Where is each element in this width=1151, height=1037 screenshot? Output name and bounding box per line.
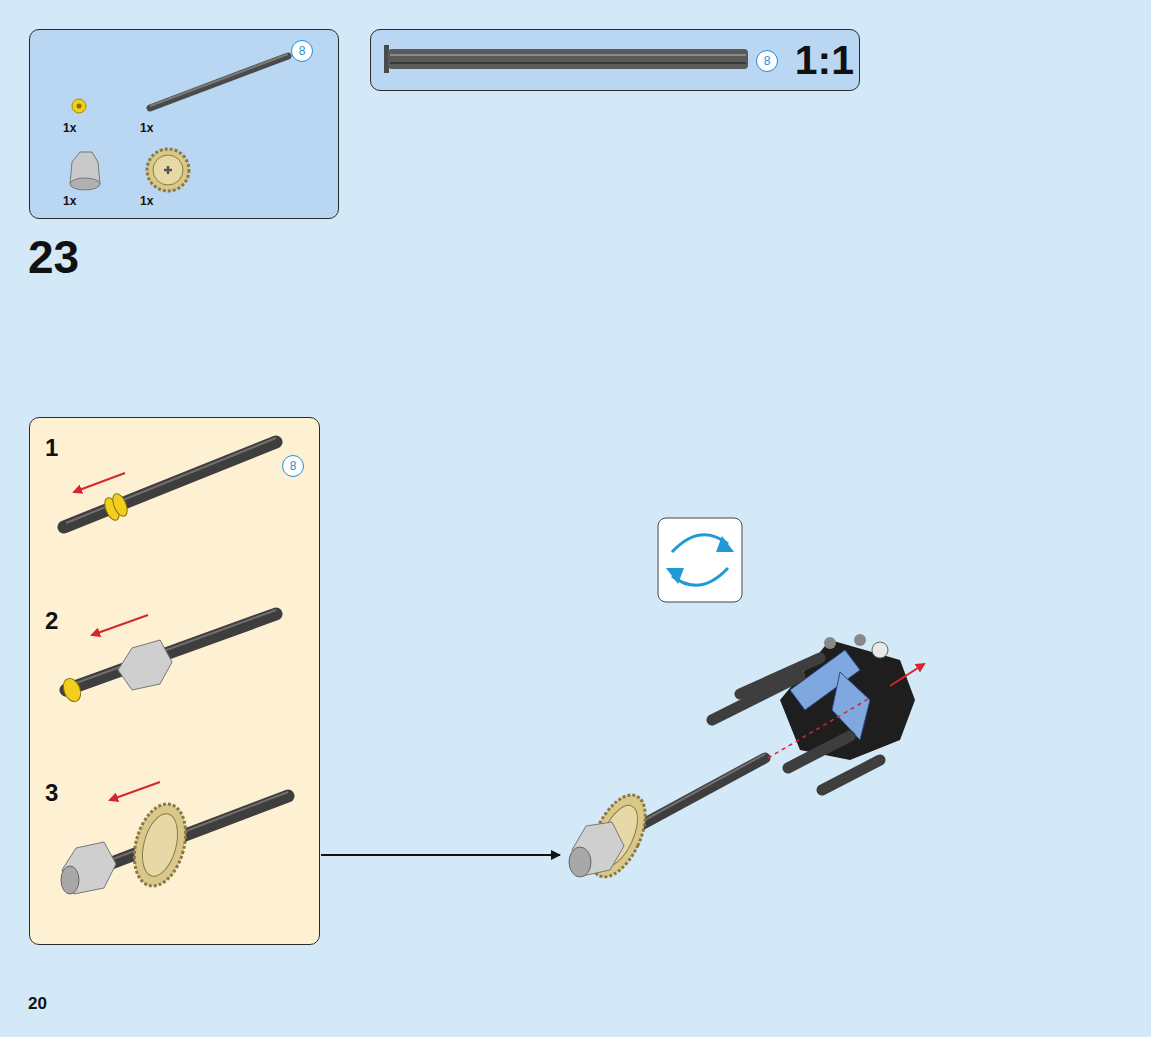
callout-number: 8 xyxy=(299,45,306,57)
substep-2-figure xyxy=(60,610,276,704)
callout-number: 8 xyxy=(290,460,297,472)
callout-number: 8 xyxy=(764,55,771,67)
substep-panel: 1 2 3 8 xyxy=(29,417,320,945)
part-count: 1x xyxy=(63,122,76,134)
page-number: 20 xyxy=(28,995,47,1012)
substep-number: 3 xyxy=(45,781,58,805)
substep-number: 2 xyxy=(45,609,58,633)
rotate-icon xyxy=(658,518,742,602)
substep-3-figure xyxy=(61,782,288,894)
step-arrow xyxy=(321,854,560,856)
callout-number: 8 xyxy=(282,455,304,477)
part-count: 1x xyxy=(63,195,76,207)
step-number: 23 xyxy=(28,234,79,280)
callout-number: 8 xyxy=(291,40,313,62)
main-assembly xyxy=(569,634,924,885)
scale-panel-ground xyxy=(370,29,860,91)
substep-panel-ground xyxy=(29,417,320,945)
part-count: 1x xyxy=(140,195,153,207)
part-count: 1x xyxy=(140,122,153,134)
parts-icons xyxy=(70,54,288,191)
parts-panel-ground xyxy=(29,29,339,219)
scale-label: 1:1 xyxy=(795,40,854,81)
scale-panel: 1:1 8 xyxy=(370,29,860,91)
axle-scale xyxy=(384,45,748,73)
substep-number: 1 xyxy=(45,436,58,460)
substep-1-figure xyxy=(64,438,276,527)
callout-number: 8 xyxy=(756,50,778,72)
parts-panel: 1x 1x 1x 1x 8 xyxy=(29,29,339,219)
